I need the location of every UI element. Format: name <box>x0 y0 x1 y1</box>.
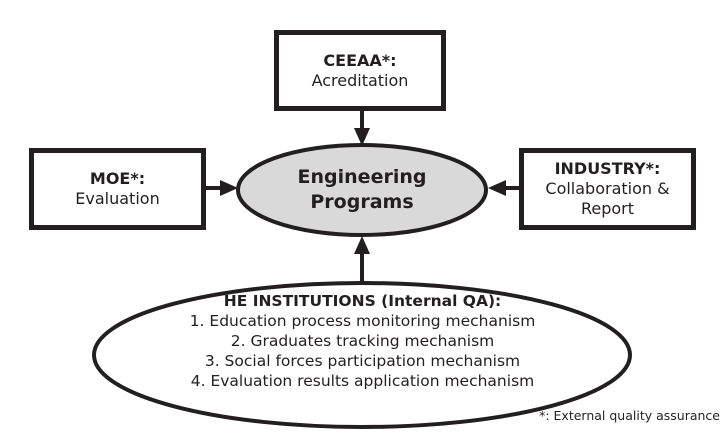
industry-role-line1: Collaboration & <box>545 179 670 198</box>
engineering-programs-ellipse <box>236 143 488 237</box>
ceeaa-title: CEEAA*: <box>323 50 397 70</box>
he-item: 3. Social forces participation mechanism <box>204 352 521 370</box>
arrowhead-he <box>354 236 370 254</box>
he-item: 4. Evaluation results application mechan… <box>190 372 535 390</box>
ceeaa-role: Acreditation <box>311 70 409 90</box>
industry-box: INDUSTRY*: Collaboration & Report <box>519 148 696 230</box>
arrowhead-ceeaa <box>354 128 370 146</box>
he-item: 1. Education process monitoring mechanis… <box>189 312 536 330</box>
arrowhead-moe <box>220 180 238 196</box>
moe-title: MOE*: <box>89 169 146 188</box>
engineering-programs-label: Engineering Programs <box>237 165 487 215</box>
center-line-2: Programs <box>310 191 414 213</box>
moe-role: Evaluation <box>75 189 160 208</box>
arrowhead-industry <box>488 180 506 196</box>
he-item: 2. Graduates tracking mechanism <box>230 332 495 350</box>
center-line-1: Engineering <box>297 166 427 188</box>
ceeaa-box: CEEAA*: Acreditation <box>274 30 446 111</box>
footnote: *: External quality assurance <box>539 408 720 423</box>
he-institutions-label: HE INSTITUTIONS (Internal QA): 1. Educat… <box>130 291 595 391</box>
he-institutions-title: HE INSTITUTIONS (Internal QA): <box>223 292 502 310</box>
industry-role-line2: Report <box>580 199 635 218</box>
industry-title: INDUSTRY*: <box>554 159 661 178</box>
moe-box: MOE*: Evaluation <box>29 148 206 230</box>
he-institutions-ellipse <box>92 281 632 429</box>
